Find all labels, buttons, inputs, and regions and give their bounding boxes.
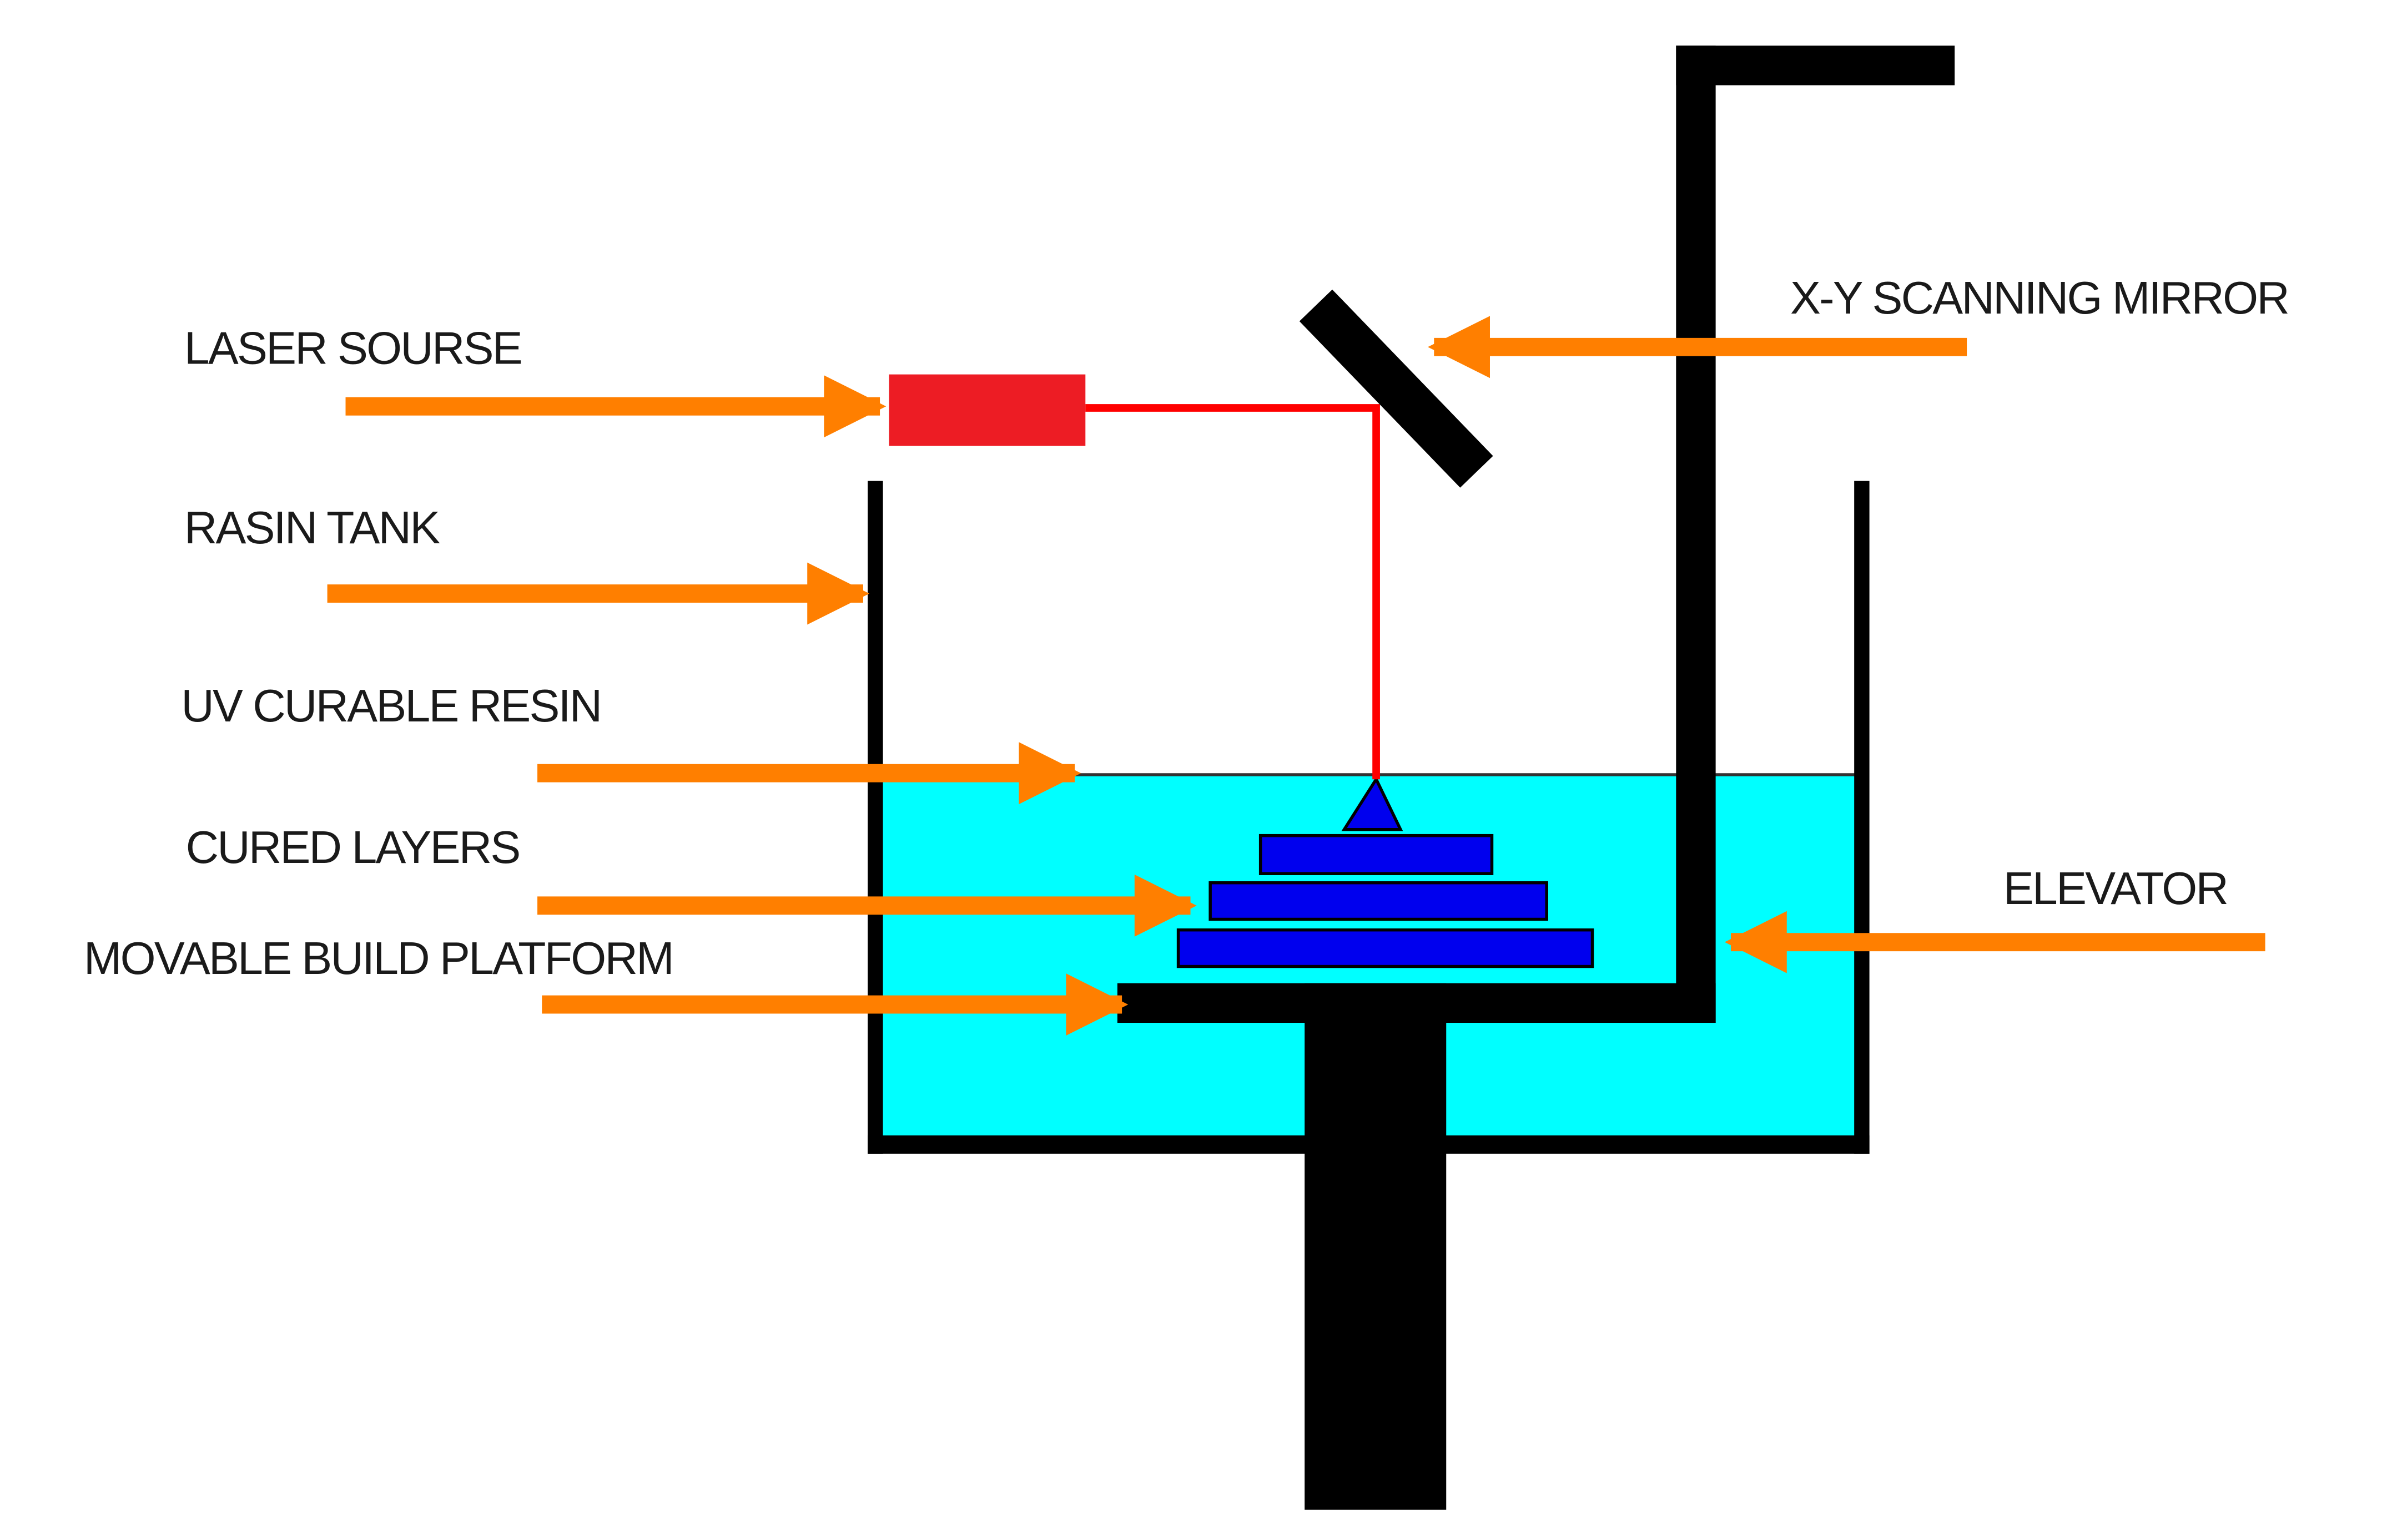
callout-arrows <box>327 316 2265 1036</box>
label-cured-layers: CURED LAYERS <box>186 822 520 873</box>
platform-support-post <box>1305 983 1447 1510</box>
laser-beam <box>1085 404 1380 780</box>
cured-layer-2 <box>1208 881 1548 921</box>
label-scanning-mirror: X-Y SCANNING MIRROR <box>1790 273 2288 324</box>
label-elevator: ELEVATOR <box>2003 864 2227 914</box>
cured-layer-3 <box>1258 834 1494 875</box>
label-uv-resin: UV CURABLE RESIN <box>181 681 601 731</box>
label-build-platform: MOVABLE BUILD PLATFORM <box>84 933 673 984</box>
elevator-column <box>1676 46 1716 1023</box>
label-resin-tank: RASIN TANK <box>184 503 440 553</box>
label-laser-source: LASER SOURSE <box>184 323 521 373</box>
tank-right-wall <box>1854 481 1870 1154</box>
x-y-scanning-mirror <box>1299 289 1493 488</box>
cured-layers <box>1176 776 1594 968</box>
tank-left-wall <box>868 481 883 1154</box>
elevator-top-arm <box>1676 46 1955 85</box>
cured-layer-1 <box>1176 928 1594 968</box>
laser-source <box>889 374 1086 446</box>
curing-spot <box>1341 776 1403 831</box>
elevator <box>1676 46 1955 1023</box>
